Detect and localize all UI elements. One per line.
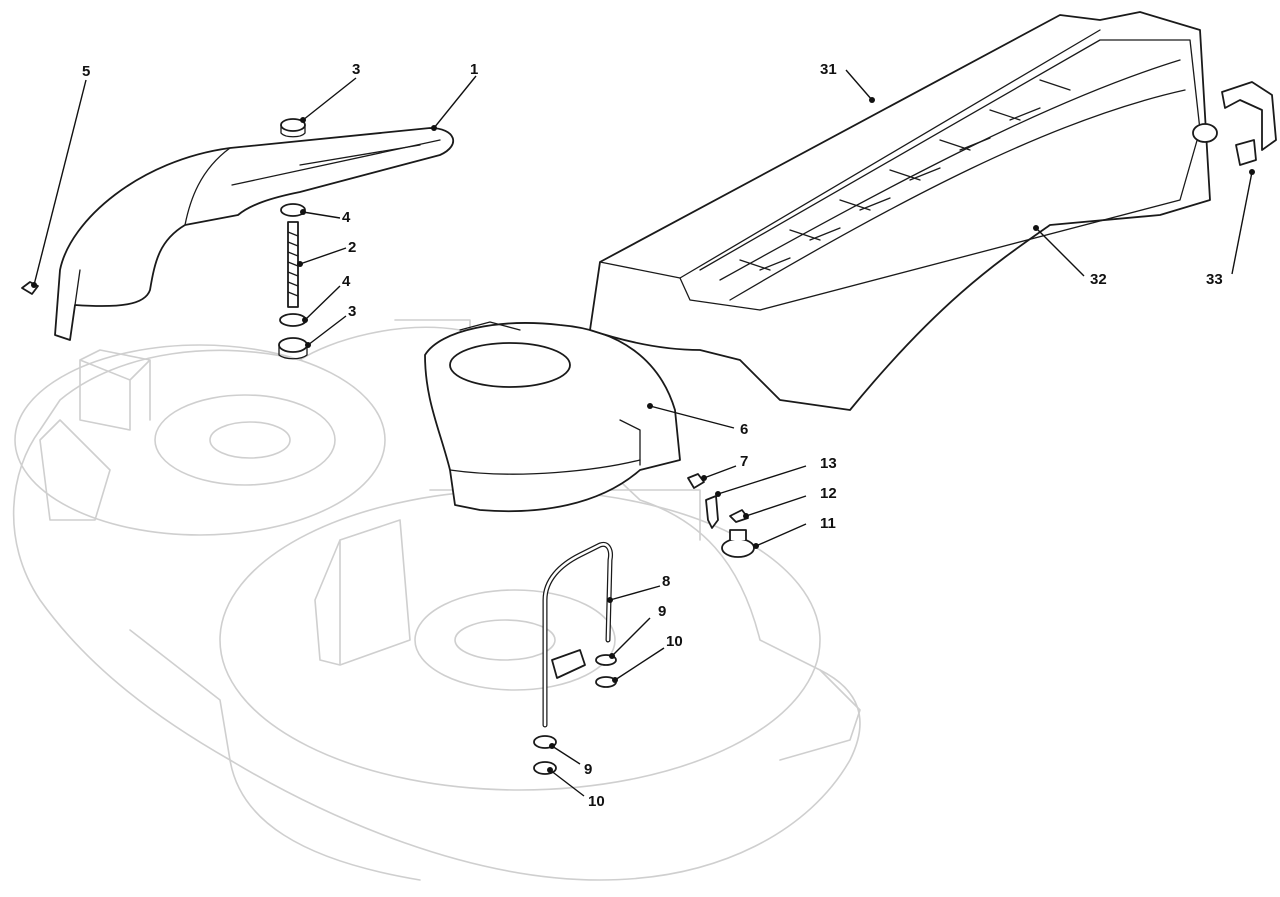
rod-assembly (533, 541, 617, 775)
callout-9-upper: 9 (658, 603, 666, 620)
discharge-chute-parts (589, 11, 1218, 411)
pulley-cover-part (424, 321, 681, 513)
callout-3-bottom: 3 (348, 303, 356, 320)
callout-31: 31 (820, 61, 837, 78)
callout-4-top: 4 (342, 209, 351, 226)
callout-32: 32 (1090, 271, 1107, 288)
callout-11: 11 (820, 515, 836, 532)
knob-part-11 (721, 538, 755, 558)
belt-cover-part (54, 127, 455, 341)
callout-6: 6 (740, 421, 748, 438)
callout-12: 12 (820, 485, 837, 502)
callout-4-bottom: 4 (342, 273, 351, 290)
callout-3-top: 3 (352, 61, 360, 78)
callout-9-lower: 9 (584, 761, 592, 778)
callout-labels: 1 2 3 3 4 4 5 6 7 8 9 9 10 10 11 12 13 3… (82, 61, 1223, 810)
callout-1: 1 (470, 61, 478, 78)
callout-10-lower: 10 (588, 793, 605, 810)
callout-2: 2 (348, 239, 356, 256)
callout-5: 5 (82, 63, 90, 80)
bolt-part-7 (687, 473, 705, 489)
callout-10-upper: 10 (666, 633, 683, 650)
callout-8: 8 (662, 573, 670, 590)
bolt-and-spacers (278, 118, 308, 360)
spacer-part-3-bottom (278, 337, 308, 353)
latch-bracket-part-33 (1221, 81, 1277, 166)
leader-lines (31, 69, 1255, 797)
small-hardware (687, 473, 755, 558)
callout-13: 13 (820, 455, 837, 472)
pin-part-13 (705, 495, 719, 529)
callout-7: 7 (740, 453, 748, 470)
callout-33: 33 (1206, 271, 1223, 288)
